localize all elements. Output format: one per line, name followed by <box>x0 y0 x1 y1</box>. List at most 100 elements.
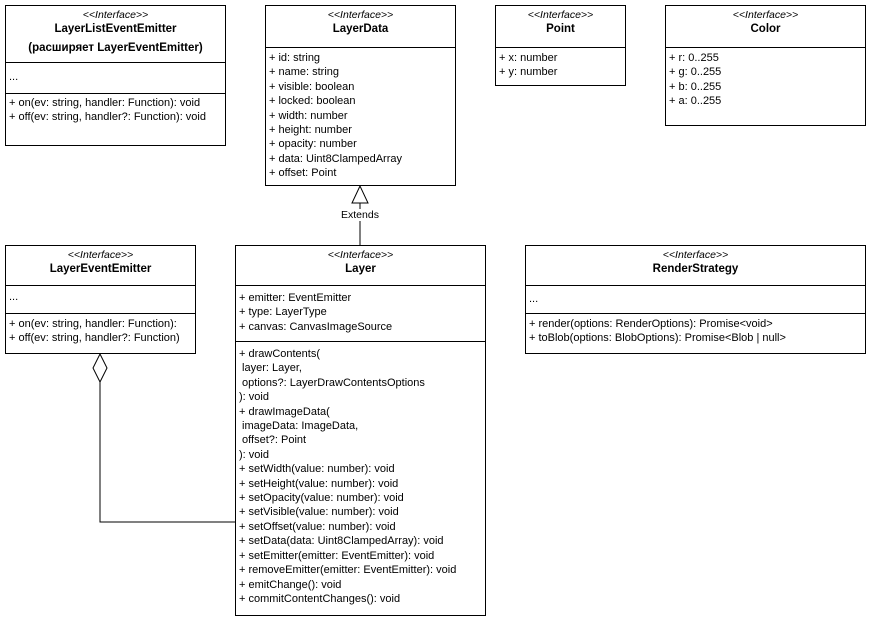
box-header: <<Interface>> LayerEventEmitter <box>6 246 195 277</box>
attribute: + width: number <box>269 109 348 122</box>
stereotype-label: <<Interface>> <box>82 9 149 21</box>
methods-section: + on(ev: string, handler: Function): voi… <box>9 96 223 125</box>
interface-name: Layer <box>345 263 376 275</box>
attribute: ... <box>9 71 19 83</box>
separator <box>666 47 865 48</box>
method: offset?: Point <box>239 434 307 447</box>
method: + off(ev: string, handler?: Function): v… <box>9 111 206 124</box>
interface-name: LayerData <box>332 23 389 35</box>
attribute: + data: Uint8ClampedArray <box>269 152 402 165</box>
method: + commitContentChanges(): void <box>239 592 401 605</box>
attributes-section: + x: number + y: number <box>499 51 623 80</box>
method: + setOpacity(value: number): void <box>239 492 404 505</box>
stereotype-label: <<Interface>> <box>67 249 134 261</box>
attribute: + id: string <box>269 52 321 64</box>
attribute: + b: 0..255 <box>669 80 722 93</box>
box-header: <<Interface>> LayerData <box>266 6 455 37</box>
extends-label: Extends <box>340 209 380 221</box>
separator <box>266 47 455 48</box>
interface-name: LayerEventEmitter <box>49 263 152 275</box>
attribute: + canvas: CanvasImageSource <box>239 320 393 333</box>
attribute: + a: 0..255 <box>669 95 722 108</box>
attribute: + g: 0..255 <box>669 66 722 79</box>
attribute: + name: string <box>269 66 340 79</box>
box-header: <<Interface>> RenderStrategy <box>526 246 865 277</box>
separator <box>6 313 195 314</box>
uml-box-point[interactable]: <<Interface>> Point + x: number + y: num… <box>495 5 626 86</box>
attribute: + type: LayerType <box>239 306 327 319</box>
interface-name: LayerListEventEmitter <box>54 23 177 35</box>
method: + toBlob(options: BlobOptions): Promise<… <box>529 332 786 345</box>
method: ): void <box>239 391 269 404</box>
method: + setWidth(value: number): void <box>239 463 395 476</box>
interface-name: RenderStrategy <box>652 263 739 275</box>
uml-box-layer-data[interactable]: <<Interface>> LayerData + id: string + n… <box>265 5 456 186</box>
attributes-section: ... <box>9 290 193 304</box>
methods-section: + drawContents( layer: Layer, options?: … <box>239 347 483 606</box>
method: + setVisible(value: number): void <box>239 506 399 519</box>
method: + removeEmitter(emitter: EventEmitter): … <box>239 564 457 577</box>
box-header: <<Interface>> LayerListEventEmitter (рас… <box>6 6 225 56</box>
method: + render(options: RenderOptions): Promis… <box>529 318 773 330</box>
attribute: + height: number <box>269 124 352 137</box>
method: + setData(data: Uint8ClampedArray): void <box>239 535 444 548</box>
attribute: + locked: boolean <box>269 95 356 108</box>
stereotype-label: <<Interface>> <box>327 9 394 21</box>
method: + emitChange(): void <box>239 578 342 591</box>
separator <box>236 285 485 286</box>
box-header: <<Interface>> Point <box>496 6 625 37</box>
method: + drawImageData( <box>239 405 330 418</box>
attribute: + x: number <box>499 52 558 64</box>
attribute: + r: 0..255 <box>669 52 719 64</box>
method: + off(ev: string, handler?: Function) <box>9 332 180 345</box>
uml-box-layer-event-emitter[interactable]: <<Interface>> LayerEventEmitter ... + on… <box>5 245 196 354</box>
attributes-section: + r: 0..255 + g: 0..255 + b: 0..255 + a:… <box>669 51 863 109</box>
extends-arrowhead <box>351 184 369 204</box>
aggregation-diamond <box>92 352 108 384</box>
methods-section: + on(ev: string, handler: Function): + o… <box>9 317 193 346</box>
methods-section: + render(options: RenderOptions): Promis… <box>529 317 863 346</box>
attribute: + visible: boolean <box>269 80 355 93</box>
attribute: ... <box>529 293 539 305</box>
method: imageData: ImageData, <box>239 420 359 433</box>
separator <box>236 341 485 342</box>
attribute: + opacity: number <box>269 138 357 151</box>
attributes-section: ... <box>529 292 863 306</box>
separator <box>496 47 625 48</box>
attributes-section: + id: string + name: string + visible: b… <box>269 51 453 181</box>
uml-box-layer-list-event-emitter[interactable]: <<Interface>> LayerListEventEmitter (рас… <box>5 5 226 146</box>
separator <box>526 285 865 286</box>
attribute: ... <box>9 291 19 303</box>
separator <box>6 285 195 286</box>
stereotype-label: <<Interface>> <box>527 9 594 21</box>
interface-subtitle: (расширяет LayerEventEmitter) <box>28 42 203 54</box>
method: + setHeight(value: number): void <box>239 477 399 490</box>
attribute: + y: number <box>499 66 558 79</box>
attribute: + emitter: EventEmitter <box>239 292 352 304</box>
separator <box>6 62 225 63</box>
method: ): void <box>239 448 269 461</box>
attributes-section: ... <box>9 70 223 84</box>
method: + on(ev: string, handler: Function): <box>9 318 177 330</box>
stereotype-label: <<Interface>> <box>732 9 799 21</box>
uml-box-color[interactable]: <<Interface>> Color + r: 0..255 + g: 0..… <box>665 5 866 126</box>
separator <box>6 93 225 94</box>
uml-box-render-strategy[interactable]: <<Interface>> RenderStrategy ... + rende… <box>525 245 866 354</box>
method: + drawContents( <box>239 348 321 360</box>
method: + setEmitter(emitter: EventEmitter): voi… <box>239 549 435 562</box>
uml-box-layer[interactable]: <<Interface>> Layer + emitter: EventEmit… <box>235 245 486 616</box>
method: layer: Layer, <box>239 362 302 375</box>
method: options?: LayerDrawContentsOptions <box>239 376 425 389</box>
stereotype-label: <<Interface>> <box>662 249 729 261</box>
box-header: <<Interface>> Color <box>666 6 865 37</box>
attributes-section: + emitter: EventEmitter + type: LayerTyp… <box>239 291 483 334</box>
method: + on(ev: string, handler: Function): voi… <box>9 97 201 109</box>
attribute: + offset: Point <box>269 167 337 180</box>
method: + setOffset(value: number): void <box>239 520 396 533</box>
aggregation-line <box>99 382 236 523</box>
interface-name: Color <box>750 23 781 35</box>
separator <box>526 313 865 314</box>
box-header: <<Interface>> Layer <box>236 246 485 277</box>
stereotype-label: <<Interface>> <box>327 249 394 261</box>
